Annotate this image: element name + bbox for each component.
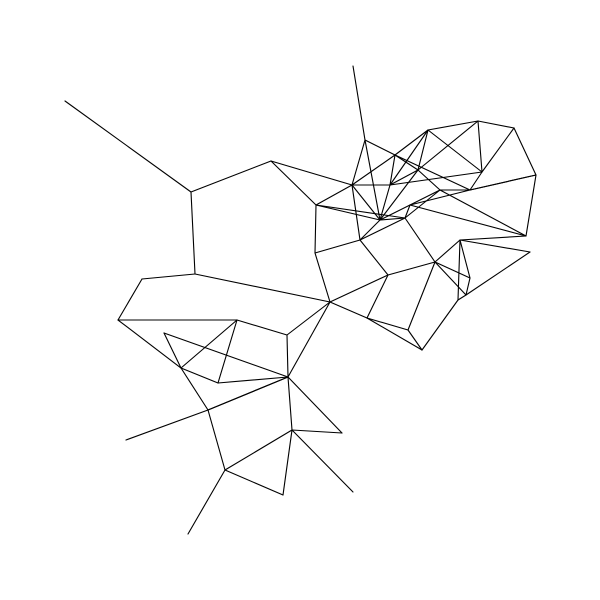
graph-edge [481, 127, 515, 173]
graph-edge [465, 277, 471, 296]
graph-edge [314, 204, 317, 254]
graph-edge [180, 367, 219, 384]
graph-edge [125, 409, 209, 441]
graph-edge [190, 160, 272, 193]
graph-edge [366, 274, 389, 319]
graph-edge [187, 469, 226, 535]
graph-edge [407, 261, 436, 331]
graph-edge [352, 65, 366, 141]
graph-edge [287, 301, 331, 378]
graph-edge [366, 317, 423, 351]
graph-edge [314, 252, 331, 303]
graph-edge [427, 120, 479, 131]
graph-edge [207, 409, 226, 471]
graph-edge [407, 329, 423, 351]
graph-edge [163, 332, 289, 378]
graph-edge [434, 239, 461, 263]
graph-edge [359, 217, 406, 241]
graph-edge [417, 120, 479, 171]
graph-edge [379, 204, 411, 221]
graph-edge [314, 239, 361, 254]
graph-edge [469, 174, 537, 191]
graph-edge [389, 154, 396, 186]
graph-edge [117, 319, 182, 369]
graph-edge [217, 376, 289, 384]
graph-edge [286, 334, 289, 378]
graph-edge [465, 251, 531, 296]
graph-edge [434, 261, 467, 296]
graph-edge [315, 204, 406, 219]
graph-edge [329, 301, 368, 319]
graph-edge [270, 160, 317, 206]
graph-edge [434, 261, 471, 279]
graph-edge [404, 217, 436, 263]
graph-edge [190, 191, 196, 275]
graph-edge [525, 174, 537, 237]
graph-edge [329, 274, 389, 303]
graph-edge [236, 319, 288, 336]
graph-edge [477, 120, 483, 173]
graph-edge [513, 127, 537, 176]
graph-edge [315, 204, 381, 221]
graph-edge [364, 139, 396, 156]
graph-edge [459, 235, 527, 241]
graph-edge [459, 239, 531, 253]
graph-edge [141, 273, 196, 280]
graph-edge [291, 429, 354, 493]
graph-edge [439, 189, 527, 237]
graph-edge [404, 204, 411, 219]
graph-edge [315, 184, 353, 206]
graph-edge [287, 376, 343, 434]
graph-edge [207, 376, 289, 411]
graph-edge [389, 169, 419, 186]
graph-edge [394, 154, 471, 191]
graph-edge [404, 189, 441, 219]
graph-edge [417, 129, 429, 171]
graph-edge [457, 294, 467, 301]
graph-edge [421, 299, 459, 351]
graph-edge [180, 319, 238, 369]
graph-edge [379, 169, 419, 221]
graph-edge [359, 239, 389, 276]
graph-edge [224, 469, 284, 496]
graph-edge [64, 100, 192, 193]
graph-edge [351, 184, 361, 241]
graph-edge [224, 429, 293, 471]
graph-edge [364, 139, 381, 221]
graph-edge [409, 189, 441, 206]
graph-edge [387, 261, 436, 276]
graph-edge [389, 129, 429, 186]
graph-edge [366, 317, 409, 331]
graph-edge [427, 129, 483, 173]
graph-edge [394, 129, 429, 156]
graph-edge [394, 154, 419, 171]
graph-edge [286, 301, 331, 336]
graph-edge [291, 429, 343, 434]
graph-edge [351, 154, 396, 186]
graph-edge [457, 239, 461, 301]
graph-edge [409, 189, 471, 206]
graph-edge [469, 171, 483, 191]
graph-edge [270, 160, 353, 186]
graph-edge [163, 332, 182, 369]
graph-edge [409, 204, 527, 237]
graph-edge [477, 120, 515, 129]
graph-edge [180, 367, 209, 411]
graph-edge [389, 171, 483, 186]
graph-edge [351, 139, 366, 186]
graph-edge [287, 376, 293, 431]
graph-edge [194, 273, 331, 303]
graph-edge [217, 319, 238, 384]
graph-edge [282, 429, 293, 496]
graph-edge [117, 278, 143, 321]
graph-edge [379, 217, 406, 221]
graph-edge [359, 219, 381, 241]
graph-edge [459, 239, 471, 279]
